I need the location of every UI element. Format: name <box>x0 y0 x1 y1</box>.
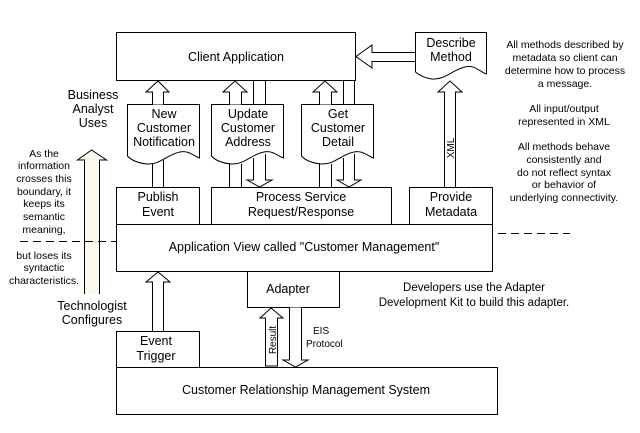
boundary-above-line-7: meaning, <box>22 224 65 236</box>
crm-system-label: Customer Relationship Management System <box>182 383 430 397</box>
behavior-note-line-1: All methods behave <box>518 141 610 153</box>
event-trigger-box <box>116 331 200 368</box>
new-customer-notification-document <box>127 104 200 165</box>
metadata-note-line-3: determine how to process <box>505 65 625 77</box>
result-up-arrow <box>258 307 285 367</box>
boundary-above-line-6: semantic <box>23 211 65 223</box>
application-view-label: Application View called "Customer Manage… <box>169 240 440 254</box>
client-application-label: Client Application <box>188 50 284 64</box>
metadata-note-line-2: metadata so client can <box>512 52 617 64</box>
get-customer-detail-document <box>301 104 374 165</box>
xml-up-arrow <box>436 80 464 187</box>
event-trigger-label-2: Trigger <box>136 349 175 363</box>
process-service-label-1: Process Service <box>256 190 346 204</box>
boundary-below-line-2: syntactic <box>24 262 65 274</box>
adapter-box <box>247 271 340 308</box>
update-client-connector <box>253 80 266 105</box>
update-down-arrow <box>245 154 274 188</box>
xml-note-line-1: All input/output <box>529 103 599 115</box>
provide-metadata-label-2: Metadata <box>425 205 477 219</box>
event-trigger-label-1: Event <box>140 334 172 348</box>
boundary-above-line-2: information <box>18 160 70 172</box>
boundary-above-line-1: As the <box>29 148 59 160</box>
boundary-above-line-5: keeps its <box>23 198 64 210</box>
new-customer-notification-label-1: New <box>151 107 177 121</box>
technologist-label-2: Configures <box>62 313 122 327</box>
technologist-label-1: Technologist <box>57 299 127 313</box>
boundary-up-arrow <box>75 149 109 294</box>
boundary-below-line-1: but loses its <box>16 250 71 262</box>
behavior-note-line-2: consistently and <box>526 154 601 166</box>
describe-to-client-arrow <box>355 44 416 69</box>
publish-event-label-1: Publish <box>138 190 179 204</box>
provide-metadata-label-1: Provide <box>430 190 472 204</box>
publish-event-box <box>116 187 200 225</box>
metadata-note-line-1: All methods described by <box>506 39 624 51</box>
eis-protocol-down-arrow <box>281 307 310 368</box>
update-customer-address-label-2: Customer <box>221 121 275 135</box>
publish-event-label-2: Event <box>142 205 174 219</box>
client-application-box <box>116 32 356 81</box>
describe-method-label-2: Method <box>430 50 472 64</box>
process-service-label-2: Request/Response <box>248 205 354 219</box>
behavior-note-line-4: or behavior of <box>532 179 596 191</box>
xml-label: XML <box>446 137 457 158</box>
notification-up-arrow <box>144 80 171 105</box>
business-analyst-label-3: Uses <box>79 116 107 130</box>
new-customer-notification-label-3: Notification <box>133 135 195 149</box>
eis-label-2: Protocol <box>306 339 343 350</box>
get-customer-detail-label-2: Customer <box>311 121 365 135</box>
update-customer-address-label-1: Update <box>228 107 268 121</box>
behavior-note-line-5: underlying connectivity. <box>510 192 618 204</box>
describe-method-document <box>415 32 487 80</box>
update-customer-address-label-3: Address <box>225 135 271 149</box>
behavior-note-line-3: do not reflect syntax <box>517 167 612 179</box>
get-up-arrow <box>311 80 339 105</box>
boundary-above-line-4: boundary, it <box>17 186 71 198</box>
crm-system-box <box>116 367 498 415</box>
boundary-above-line-3: crosses this <box>16 173 71 185</box>
update-customer-address-document <box>211 104 284 165</box>
event-trigger-up-arrow <box>144 271 172 331</box>
new-customer-notification-label-2: Customer <box>137 121 191 135</box>
business-analyst-label-1: Business <box>68 88 119 102</box>
boundary-below-line-3: characteristics. <box>9 275 79 287</box>
xml-note-line-2: represented in XML <box>518 116 610 128</box>
get-customer-detail-label-3: Detail <box>322 135 354 149</box>
provide-metadata-box <box>409 187 493 225</box>
metadata-note-line-4: a message. <box>538 78 592 90</box>
update-up-arrow <box>221 80 249 105</box>
get-customer-detail-label-1: Get <box>328 107 349 121</box>
get-client-connector <box>343 80 355 105</box>
describe-method-label-1: Describe <box>426 36 475 50</box>
business-analyst-label-2: Analyst <box>73 102 115 116</box>
result-label: Result <box>268 326 279 355</box>
developer-note-line-1: Developers use the Adapter <box>403 282 545 294</box>
adapter-label: Adapter <box>266 282 310 296</box>
get-down-arrow <box>335 154 363 188</box>
eis-label-1: EIS <box>313 326 329 337</box>
developer-note-line-2: Development Kit to build this adapter. <box>379 297 570 309</box>
